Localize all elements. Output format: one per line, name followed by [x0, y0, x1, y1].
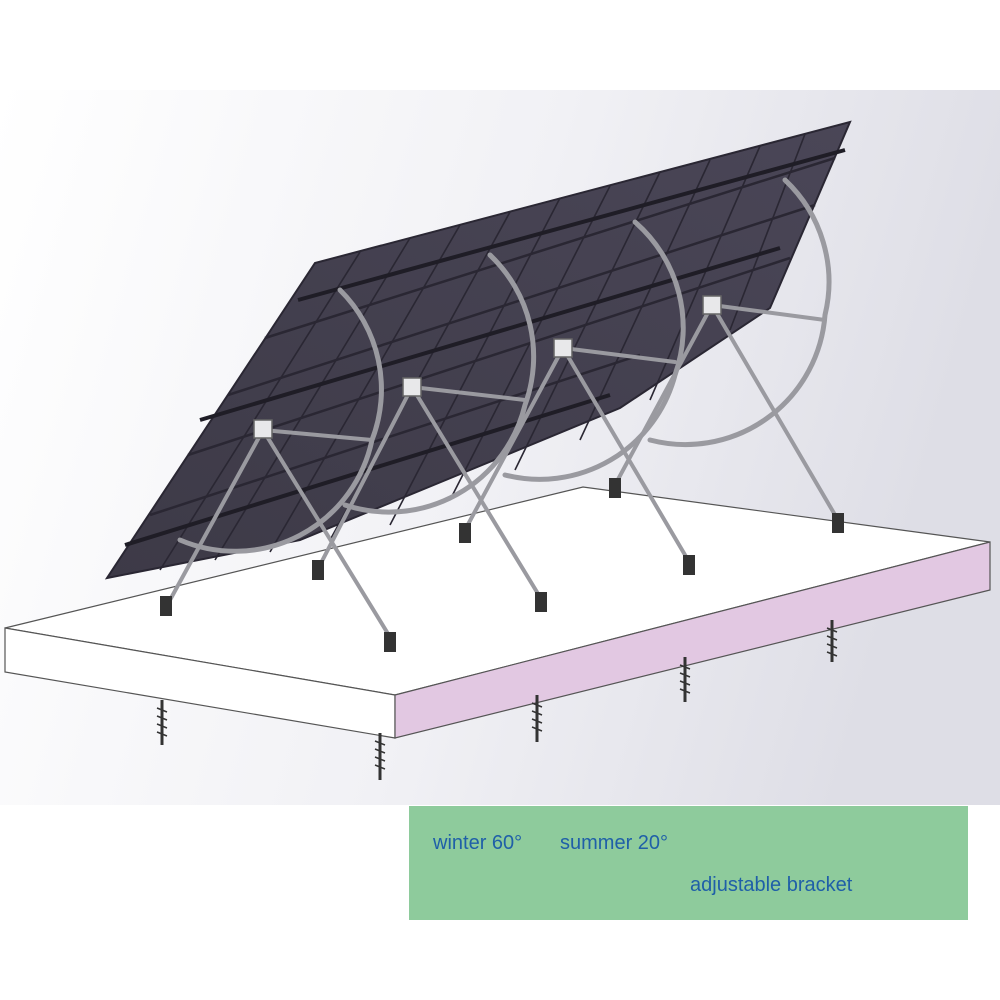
- support-frame-1: [160, 287, 396, 652]
- ground-screw: [156, 700, 168, 745]
- ground-screw: [826, 620, 838, 662]
- panel-surface: [104, 120, 852, 580]
- support-frames: [160, 177, 844, 652]
- concrete-slab: [4, 486, 991, 739]
- solar-panel-array: [104, 120, 852, 580]
- ground-screws: [156, 620, 838, 780]
- slab-side: [394, 541, 991, 739]
- caption-box: winter 60° summer 20° adjustable bracket: [409, 806, 968, 920]
- support-frame-2: [312, 252, 547, 612]
- support-frame-4: [609, 177, 844, 533]
- ground-screw: [531, 695, 543, 742]
- ground-screw: [679, 657, 691, 702]
- ground-screw: [374, 733, 386, 780]
- winter-angle-label: winter 60°: [433, 832, 523, 854]
- summer-angle-label: summer 20°: [560, 832, 669, 854]
- bracket-label: adjustable bracket: [690, 874, 853, 896]
- support-frame-3: [459, 219, 695, 575]
